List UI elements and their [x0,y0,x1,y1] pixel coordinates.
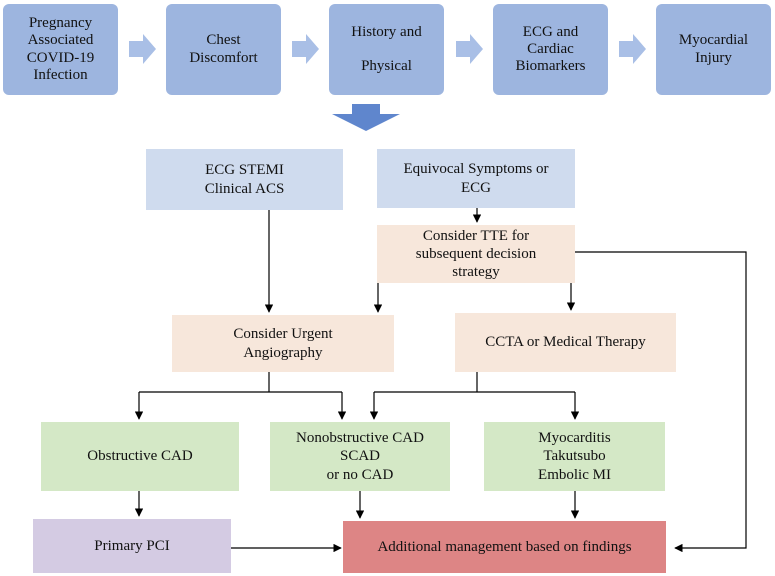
chevron-arrow-2 [292,34,319,64]
step-pregnancy-covid: Pregnancy Associated COVID-19 Infection [3,4,118,95]
down-arrow [332,104,400,131]
node-primary-pci: Primary PCI [33,519,231,573]
node-equivocal-symptoms: Equivocal Symptoms or ECG [377,149,575,208]
node-consider-tte: Consider TTE for subsequent decision str… [377,225,575,283]
step-ecg-biomarkers: ECG and Cardiac Biomarkers [493,4,608,95]
chevron-arrow-4 [619,34,646,64]
step-chest-discomfort: Chest Discomfort [166,4,281,95]
node-ccta-medical-therapy: CCTA or Medical Therapy [455,313,676,372]
node-nonobstructive-cad: Nonobstructive CAD SCAD or no CAD [270,422,450,491]
node-obstructive-cad: Obstructive CAD [41,422,239,491]
node-urgent-angiography: Consider Urgent Angiography [172,315,394,372]
chevron-arrow-1 [129,34,156,64]
step-myocardial-injury: Myocardial Injury [656,4,771,95]
node-myocarditis: Myocarditis Takutsubo Embolic MI [484,422,665,491]
node-ecg-stemi: ECG STEMI Clinical ACS [146,149,343,210]
chevron-arrow-3 [456,34,483,64]
step-history-physical: History and Physical [329,4,444,95]
node-additional-management: Additional management based on findings [343,521,666,573]
